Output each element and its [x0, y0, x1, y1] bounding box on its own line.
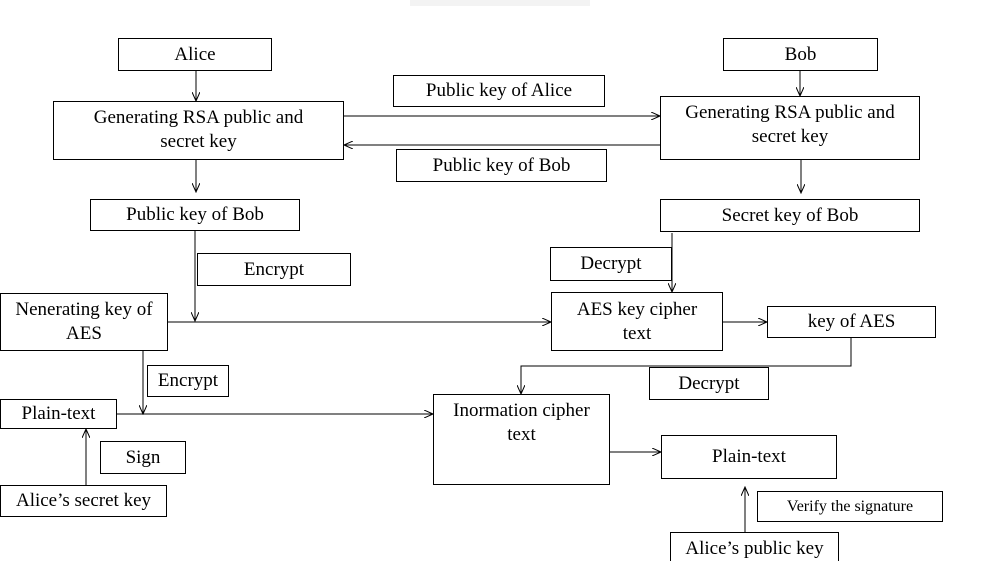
encrypt-label-2: Encrypt: [147, 365, 229, 397]
public-key-of-alice-label: Public key of Alice: [393, 75, 605, 107]
bob-plain-text-box: Plain-text: [661, 435, 837, 479]
arrow-key-aes-to-info-cipher: [521, 338, 852, 394]
top-decoration: [410, 0, 590, 6]
key-of-aes-box: key of AES: [767, 306, 936, 338]
bob-generating-rsa-box: Generating RSA public and secret key: [660, 96, 920, 160]
sign-label: Sign: [100, 441, 186, 474]
decrypt-label-2: Decrypt: [649, 367, 769, 400]
aes-key-cipher-box: AES key cipher text: [551, 292, 723, 351]
alice-secret-key-box: Alice’s secret key: [0, 485, 167, 517]
bob-box: Bob: [723, 38, 878, 71]
alice-public-key-box: Alice’s public key: [670, 532, 839, 561]
alice-plain-text-box: Plain-text: [0, 399, 117, 429]
alice-generating-rsa-box: Generating RSA public and secret key: [53, 101, 344, 160]
nenerating-aes-box: Nenerating key of AES: [0, 293, 168, 351]
bob-secret-key-box: Secret key of Bob: [660, 199, 920, 232]
public-key-of-bob-label: Public key of Bob: [396, 149, 607, 182]
information-cipher-box: Inormation cipher text: [433, 394, 610, 485]
decrypt-label-1: Decrypt: [550, 247, 672, 281]
alice-public-key-of-bob-box: Public key of Bob: [90, 199, 300, 231]
alice-box: Alice: [118, 38, 272, 71]
encrypt-label-1: Encrypt: [197, 253, 351, 286]
verify-signature-label: Verify the signature: [757, 491, 943, 522]
